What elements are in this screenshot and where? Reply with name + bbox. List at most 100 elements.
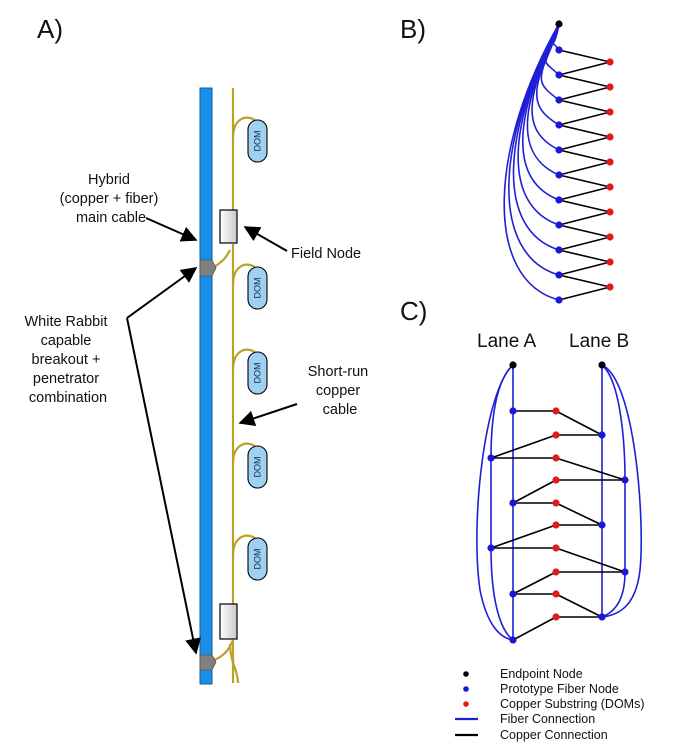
svg-text:DOM: DOM [253, 363, 263, 384]
dom-node [552, 499, 560, 507]
dom-node [606, 58, 614, 66]
field-node-label: Field Node [291, 246, 361, 262]
copper-connection [558, 274, 611, 288]
copper-connection [558, 74, 611, 88]
svg-text:Fiber Connection: Fiber Connection [500, 712, 595, 726]
white-rabbit-label: White Rabbit capable breakout + penetrat… [24, 314, 111, 406]
panel-c-connections [476, 364, 642, 641]
fiber-node [555, 146, 563, 154]
endpoint-node-lane-a [509, 361, 517, 369]
copper-connection [558, 236, 611, 251]
dom-node [552, 544, 560, 552]
fiber-node-lane-b [621, 568, 629, 576]
copper-connection [558, 161, 611, 176]
panel-a-cable-schematic: DOM DOM DOM DOM DOM Hybrid (c [24, 87, 372, 685]
fiber-node [555, 196, 563, 204]
hybrid-cable-label: Hybrid (copper + fiber) main cable [60, 172, 163, 226]
short-run-cable-label: Short-run copper cable [308, 364, 372, 418]
fiber-node [555, 96, 563, 104]
dom-node [606, 133, 614, 141]
dom-module: DOM [247, 266, 268, 310]
copper-connection [512, 571, 557, 595]
fiber-connection [531, 23, 560, 151]
copper-connection [558, 286, 611, 301]
breakout-penetrator-top [199, 259, 217, 277]
copper-connection [558, 49, 611, 63]
fiber-node [555, 171, 563, 179]
copper-connection [558, 99, 611, 113]
copper-connection [558, 124, 611, 138]
fiber-connection [601, 364, 642, 618]
dom-node [552, 568, 560, 576]
svg-text:DOM: DOM [253, 457, 263, 478]
fiber-connection [503, 23, 560, 301]
panel-c-nodes [487, 361, 629, 644]
dom-node [606, 283, 614, 291]
panel-label-b: B) [400, 14, 426, 44]
fiber-node [555, 121, 563, 129]
fiber-node [555, 271, 563, 279]
svg-text:DOM: DOM [253, 131, 263, 152]
copper-connection [558, 224, 611, 238]
fiber-node-lane-b [598, 521, 606, 529]
panel-c-dual-lane-topology: Lane A Lane B [476, 331, 642, 644]
dom-node [606, 158, 614, 166]
fiber-node [555, 46, 563, 54]
fiber-node-lane-a [509, 590, 517, 598]
copper-connection [558, 111, 611, 126]
legend: Endpoint Node Prototype Fiber Node Coppe… [455, 667, 645, 742]
field-node-bottom [219, 603, 238, 640]
dom-node [606, 183, 614, 191]
copper-connection [555, 457, 626, 481]
hybrid-main-cable [199, 87, 213, 685]
svg-text:DOM: DOM [253, 549, 263, 570]
legend-item-fiber-node: Prototype Fiber Node [463, 682, 619, 696]
dom-node [552, 454, 560, 462]
lane-a-label: Lane A [477, 331, 536, 352]
fiber-node [555, 296, 563, 304]
copper-connection [555, 502, 603, 526]
legend-item-fiber-connection: Fiber Connection [455, 712, 595, 726]
fiber-node-lane-a [487, 544, 495, 552]
fiber-connection [512, 23, 560, 251]
copper-connection [512, 479, 557, 504]
dom-node [552, 431, 560, 439]
fiber-connection [508, 23, 560, 276]
copper-connection [558, 149, 611, 163]
copper-connection [555, 593, 603, 618]
dom-node [552, 407, 560, 415]
fiber-node [555, 246, 563, 254]
fiber-node-lane-b [621, 476, 629, 484]
copper-connection [558, 61, 611, 76]
fiber-node-lane-a [487, 454, 495, 462]
legend-item-copper-substring: Copper Substring (DOMs) [463, 697, 645, 711]
fiber-connection [476, 364, 514, 641]
dom-node [606, 208, 614, 216]
lane-b-label: Lane B [569, 331, 629, 352]
panel-label-a: A) [37, 14, 63, 44]
dom-node [606, 83, 614, 91]
copper-connection [558, 174, 611, 188]
legend-item-endpoint: Endpoint Node [463, 667, 583, 681]
svg-text:Copper Substring (DOMs): Copper Substring (DOMs) [500, 697, 645, 711]
copper-connection [558, 211, 611, 226]
copper-connection [558, 199, 611, 213]
dom-node [552, 476, 560, 484]
fiber-node [555, 71, 563, 79]
svg-text:Copper Connection: Copper Connection [500, 728, 608, 742]
dom-node [552, 613, 560, 621]
panel-b-single-lane-topology [503, 20, 614, 304]
fiber-node-lane-a [509, 636, 517, 644]
panel-b-connections [503, 23, 611, 301]
field-node-top [219, 209, 238, 244]
dom-module: DOM [247, 537, 268, 581]
fiber-node [555, 221, 563, 229]
endpoint-node [555, 20, 563, 28]
copper-connection [490, 434, 557, 459]
dom-module: DOM [247, 119, 268, 163]
fiber-connection [490, 547, 514, 641]
endpoint-node-lane-b [598, 361, 606, 369]
fiber-node-lane-a [509, 499, 517, 507]
svg-text:Endpoint Node: Endpoint Node [500, 667, 583, 681]
